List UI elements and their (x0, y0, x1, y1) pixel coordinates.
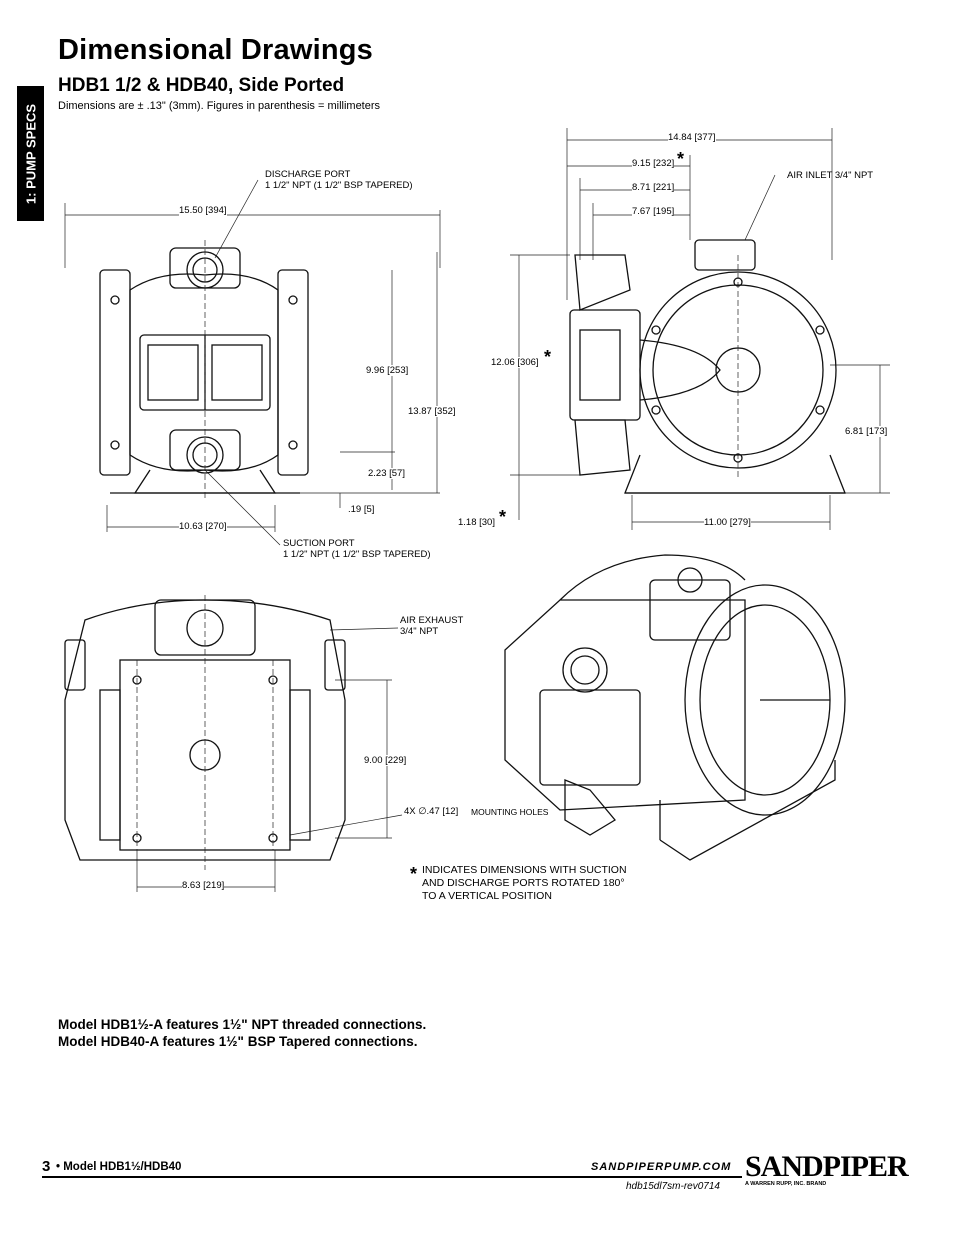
air-inlet-label: AIR INLET 3/4" NPT (787, 170, 874, 181)
feature-line-bsp: Model HDB40-A features 1½" BSP Tapered c… (58, 1034, 418, 1049)
tolerance-note: Dimensions are ± .13" (3mm). Figures in … (58, 100, 381, 112)
side-offset-dim: 1.18 [30] (458, 517, 495, 528)
mount-holes-dim: 4X ∅.47 [12] (404, 806, 459, 817)
model-features: Model HDB1½-A features 1½" NPT threaded … (58, 1016, 426, 1050)
footnote-text: INDICATES DIMENSIONS WITH SUCTION AND DI… (422, 864, 627, 902)
offset-star: * (499, 507, 507, 527)
side-depth-b-dim: 8.71 [221] (632, 182, 675, 193)
front-width-dim: 15.50 [394] (179, 205, 227, 216)
side-depth-c-dim: 7.67 [195] (632, 206, 675, 217)
side-depth-total-dim: 14.84 [377] (668, 132, 716, 143)
side-depth-a-dim: 9.15 [232] (632, 158, 675, 169)
brand-logo: SANDPIPER (745, 1150, 909, 1183)
side-base-depth-dim: 11.00 [279] (704, 517, 751, 528)
website-link[interactable]: SANDPIPERPUMP.COM (591, 1161, 732, 1173)
front-port-height-dim: 9.96 [253] (366, 365, 409, 376)
brand-tagline: A WARREN RUPP, INC. BRAND (745, 1181, 827, 1187)
section-subtitle: HDB1 1/2 & HDB40, Side Ported (58, 75, 345, 96)
front-base-width-dim: 10.63 [270] (179, 521, 227, 532)
doc-id: hdb15dl7sm-rev0714 (626, 1181, 720, 1192)
front-base-dim: .19 [5] (348, 504, 375, 515)
footer-rule (42, 1176, 742, 1178)
feature-line-npt: Model HDB1½-A features 1½" NPT threaded … (58, 1017, 427, 1032)
footer-model: • Model HDB1½/HDB40 (56, 1161, 182, 1173)
side-tab: 1: PUMP SPECS (17, 86, 44, 221)
footnote-star: * (410, 864, 418, 884)
isometric-view-drawing (504, 554, 846, 861)
depth-a-star: * (677, 149, 685, 169)
side-view-drawing (510, 128, 890, 530)
page-number: 3 (42, 1158, 51, 1175)
suction-port-label: SUCTION PORT 1 1/2" NPT (1 1/2" BSP TAPE… (283, 538, 431, 560)
page-title: Dimensional Drawings (58, 34, 374, 66)
side-center-height-dim: 6.81 [173] (845, 426, 888, 437)
bottom-mount-span-dim: 9.00 [229] (364, 755, 407, 766)
mount-holes-label: MOUNTING HOLES (471, 807, 549, 817)
air-exhaust-label: AIR EXHAUST 3/4" NPT (400, 615, 464, 637)
front-view-drawing (64, 179, 441, 546)
height-star: * (544, 347, 552, 367)
side-height-dim: 12.06 [306] (491, 357, 539, 368)
front-suction-height-dim: 2.23 [57] (368, 468, 405, 479)
discharge-port-label: DISCHARGE PORT 1 1/2" NPT (1 1/2" BSP TA… (265, 169, 413, 191)
bottom-view-drawing (64, 595, 403, 892)
bottom-base-width-dim: 8.63 [219] (182, 880, 225, 891)
front-total-height-dim: 13.87 [352] (408, 406, 456, 417)
